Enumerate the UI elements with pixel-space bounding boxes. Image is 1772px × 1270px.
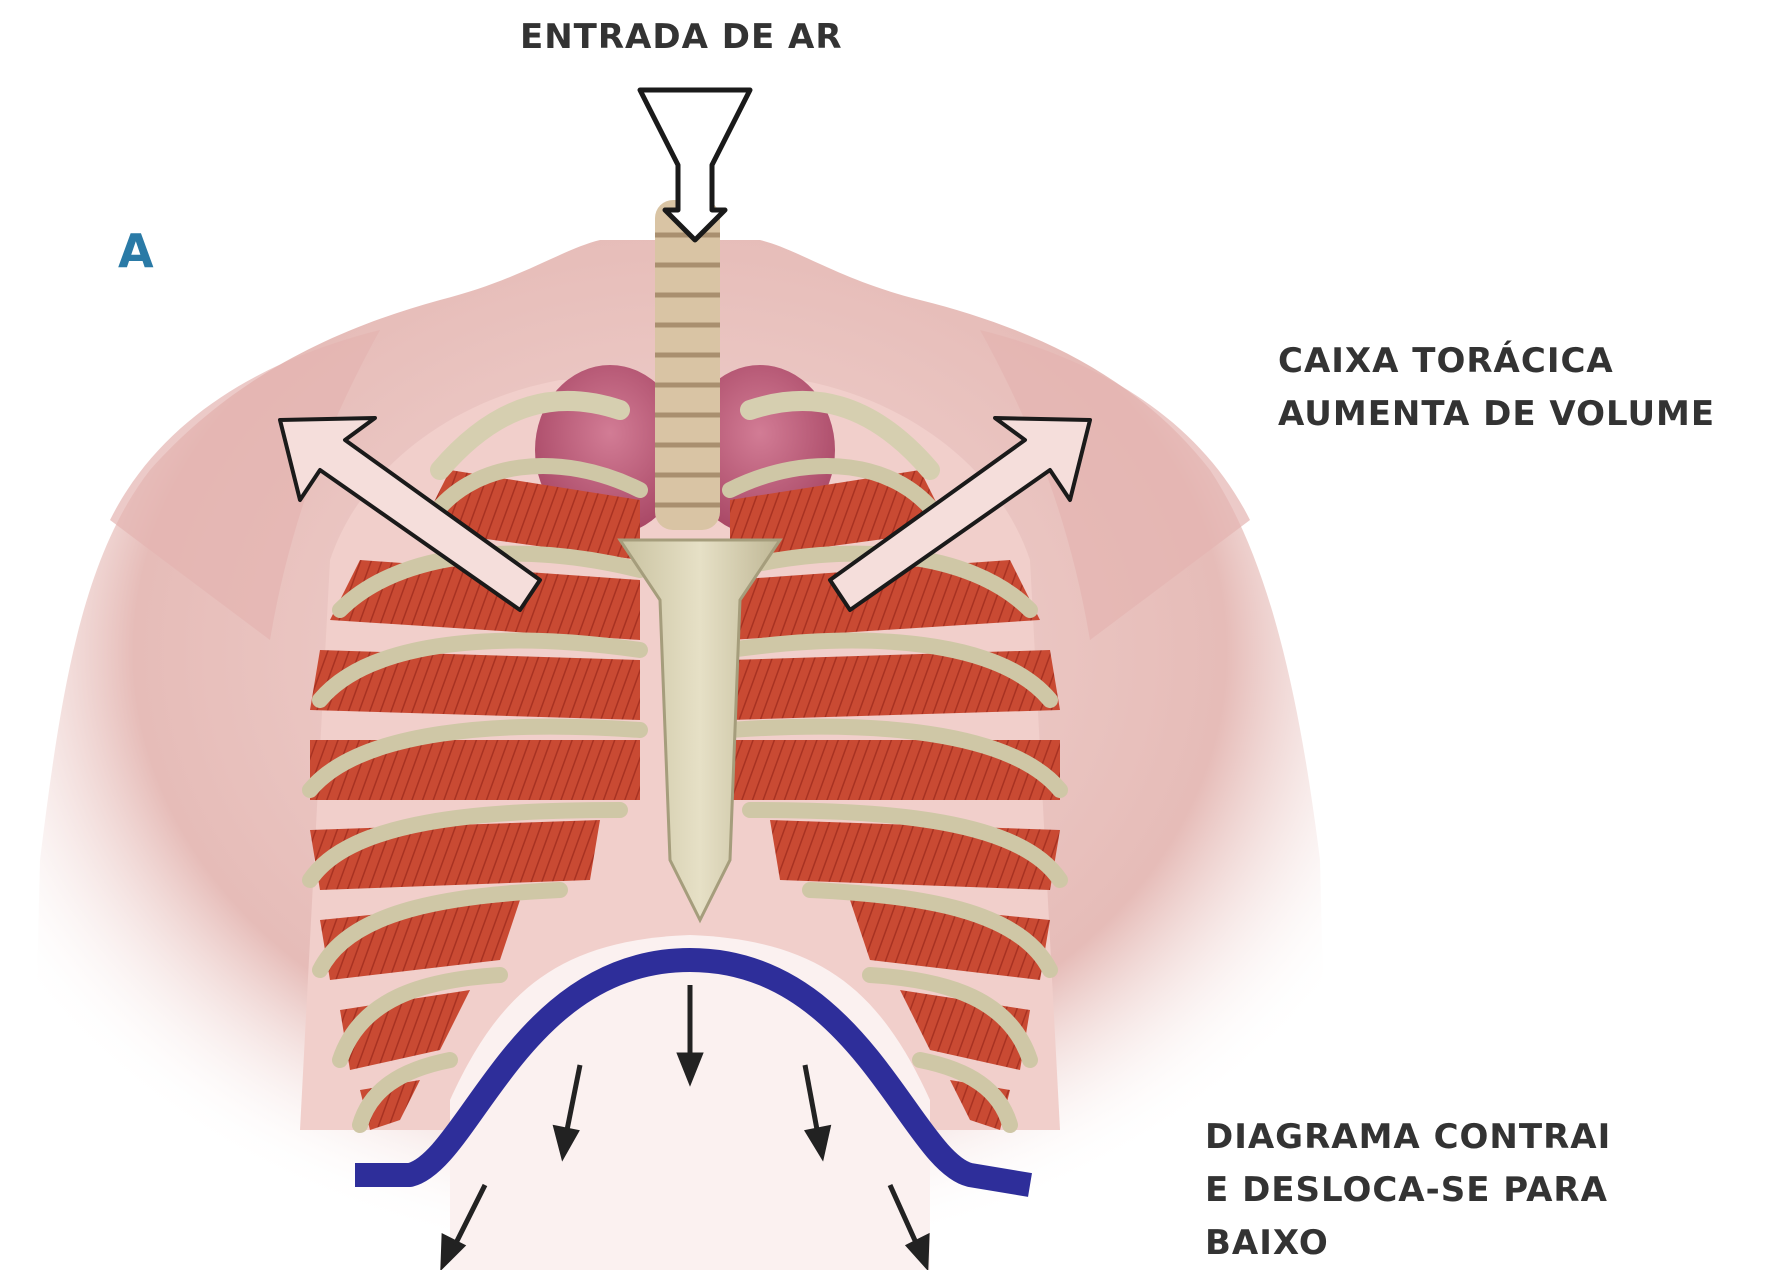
diaphragm-label-line-1: DIAGRAMA CONTRAI	[1205, 1117, 1611, 1157]
air-intake-label: ENTRADA DE AR	[520, 17, 843, 57]
diaphragm-label-line-3: BAIXO	[1205, 1223, 1329, 1263]
trachea	[655, 200, 720, 530]
panel-letter: A	[118, 224, 154, 278]
diaphragm-label-line-2: E DESLOCA-SE PARA	[1205, 1170, 1608, 1210]
thorax-label-line-1: CAIXA TORÁCICA	[1278, 340, 1614, 381]
thorax-label-line-2: AUMENTA DE VOLUME	[1278, 394, 1715, 434]
